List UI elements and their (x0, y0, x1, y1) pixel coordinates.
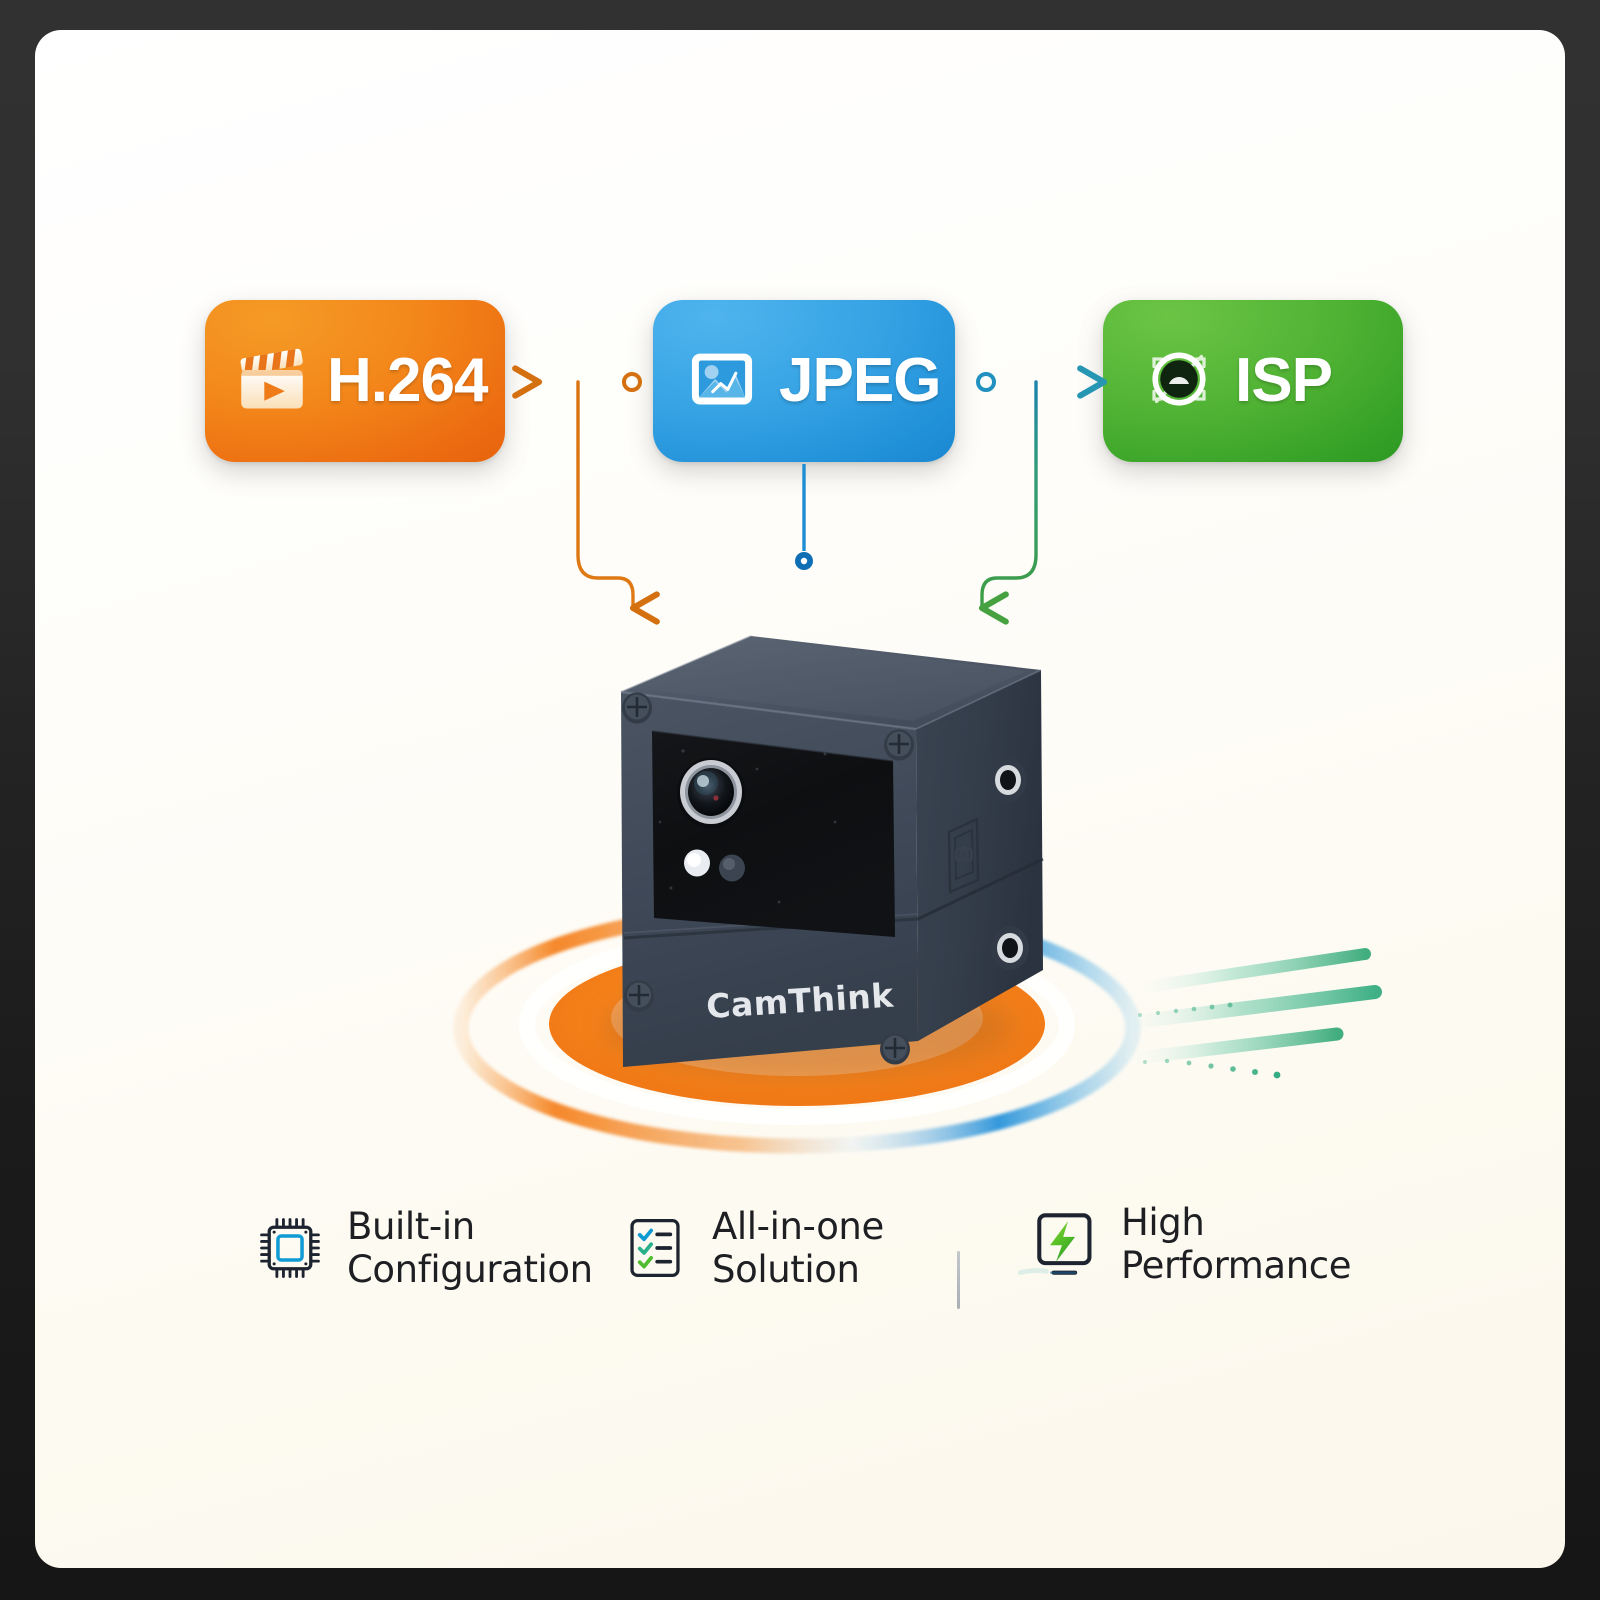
device-illustration: CamThink (453, 635, 1382, 1154)
feature-label: High Performance (1121, 1201, 1352, 1288)
format-badge-jpeg[interactable]: JPEG (653, 300, 955, 462)
monitor-lightning-icon (1013, 1204, 1099, 1284)
housing-screws (622, 692, 914, 1065)
feature-divider (957, 1251, 960, 1309)
format-badge-h264[interactable]: H.264 (205, 300, 505, 462)
camera-lens-icon (1139, 339, 1219, 424)
feature-all-in-one-solution[interactable]: All-in-one Solution (620, 1205, 884, 1292)
side-connector-ports (989, 758, 1029, 970)
checklist-icon (620, 1213, 690, 1283)
side-camera-emblem (947, 817, 980, 894)
badge-label-jpeg: JPEG (779, 346, 941, 415)
clapperboard-icon (231, 338, 313, 425)
cpu-chip-icon (255, 1213, 325, 1283)
feature-label: Built-in Configuration (347, 1205, 593, 1292)
camthink-camera-body: CamThink (620, 635, 1044, 1067)
image-photo-icon (685, 342, 759, 421)
feature-label: All-in-one Solution (712, 1205, 884, 1292)
badge-label-isp: ISP (1235, 346, 1333, 415)
feature-built-in-configuration[interactable]: Built-in Configuration (255, 1205, 593, 1292)
format-badge-isp[interactable]: ISP (1103, 300, 1403, 462)
camera-lens (677, 758, 745, 828)
speed-streak-lines (1103, 948, 1382, 1079)
infographic-card: H.264 JPEG (35, 30, 1565, 1568)
feature-row: Built-in Configuration All-in-one Soluti… (35, 1195, 1565, 1325)
badge-label-h264: H.264 (327, 346, 488, 415)
feature-high-performance[interactable]: High Performance (1013, 1201, 1351, 1288)
